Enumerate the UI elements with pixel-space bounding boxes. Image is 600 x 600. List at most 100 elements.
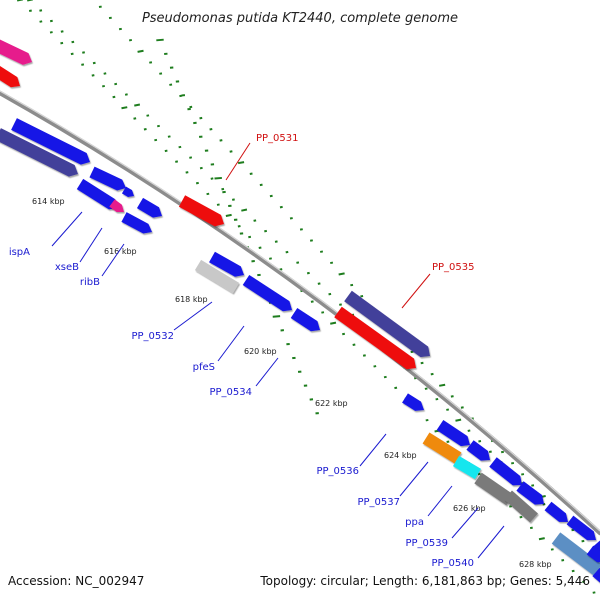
gene-label-ppa[interactable]: ppa xyxy=(405,517,424,528)
ruler-tick xyxy=(210,177,214,180)
ruler-tick xyxy=(81,63,85,66)
genome-backbone xyxy=(0,90,600,536)
ruler-tick xyxy=(237,225,241,228)
gene-arrow[interactable] xyxy=(242,274,292,312)
kbp-label: 626 kbp xyxy=(453,504,486,513)
gene-arrow[interactable] xyxy=(551,532,600,576)
backbone-highlight xyxy=(0,90,600,532)
ruler-tick xyxy=(17,0,24,2)
gene-labels: ispAxseBribBPP_0531PP_0532pfeSPP_0534PP_… xyxy=(9,133,475,569)
ruler-tick xyxy=(146,114,150,117)
gene-arrow[interactable] xyxy=(422,432,462,464)
ruler-tick xyxy=(310,300,314,303)
label-leader-line xyxy=(451,507,479,539)
gene-label-pp_0540[interactable]: PP_0540 xyxy=(431,558,474,569)
label-leader-line xyxy=(51,211,83,247)
gene-arrow[interactable] xyxy=(290,307,320,332)
gene-arrow[interactable] xyxy=(11,118,91,165)
gene-arrow[interactable] xyxy=(452,455,482,480)
ruler-tick xyxy=(49,19,53,23)
ruler-tick xyxy=(237,161,245,165)
kbp-label: 628 kbp xyxy=(519,560,552,569)
ruler-tick xyxy=(214,176,222,180)
ruler-tick xyxy=(156,38,164,42)
gene-arrow[interactable] xyxy=(489,457,522,486)
label-leader-line xyxy=(217,325,245,362)
gene-label-pp_0535[interactable]: PP_0535 xyxy=(432,262,475,273)
ruler-tick xyxy=(561,558,565,562)
label-leader-line xyxy=(173,301,213,331)
gene-arrow[interactable] xyxy=(89,166,126,191)
ruler-tick xyxy=(92,61,96,65)
gene-arrow[interactable] xyxy=(586,545,600,563)
ruler-tick xyxy=(27,0,34,2)
gene-arrow[interactable] xyxy=(334,306,416,370)
gene-arrow[interactable] xyxy=(566,515,596,541)
ruler-tick xyxy=(394,386,398,390)
gene-label-ribb[interactable]: ribB xyxy=(80,277,100,288)
gene-label-pp_0537[interactable]: PP_0537 xyxy=(357,497,400,508)
gene-label-pfes[interactable]: pfeS xyxy=(193,362,215,373)
ruler-tick xyxy=(103,72,107,75)
gene-arrow[interactable] xyxy=(474,472,514,506)
gene-label-pp_0532[interactable]: PP_0532 xyxy=(131,331,174,342)
ruler-tick xyxy=(185,171,189,174)
gene-label-xseb[interactable]: xseB xyxy=(55,262,79,273)
ruler-tick xyxy=(571,569,575,573)
ruler-tick xyxy=(279,268,283,271)
label-leader-line xyxy=(359,433,387,467)
ruler-tick xyxy=(342,332,346,336)
ruler-tick xyxy=(542,503,546,506)
ruler-tick xyxy=(157,124,160,128)
gene-arrow[interactable] xyxy=(544,501,568,522)
gene-arrow[interactable] xyxy=(121,186,134,198)
ruler-tick xyxy=(383,375,387,379)
gene-arrow[interactable] xyxy=(436,420,470,447)
gene-arrow[interactable] xyxy=(504,490,538,523)
label-leader-line xyxy=(399,461,429,497)
kbp-label: 616 kbp xyxy=(104,247,137,256)
gene-label-pp_0534[interactable]: PP_0534 xyxy=(209,387,252,398)
ruler-tick xyxy=(60,41,64,45)
ruler-tick xyxy=(317,282,321,285)
gene-label-pp_0536[interactable]: PP_0536 xyxy=(316,466,359,477)
gene-arrow[interactable] xyxy=(178,195,224,227)
ruler-tick xyxy=(241,208,248,212)
ruler-tick xyxy=(467,429,471,432)
gene-arrow[interactable] xyxy=(109,199,124,212)
ruler-tick xyxy=(82,51,85,54)
gene-arrow[interactable] xyxy=(592,567,600,584)
gene-arrow[interactable] xyxy=(0,128,78,177)
ruler-tick xyxy=(529,526,533,530)
gene-arrow[interactable] xyxy=(402,393,424,411)
gene-arrow[interactable] xyxy=(516,481,544,505)
ruler-tick xyxy=(137,49,144,53)
ruler-tick xyxy=(592,591,596,594)
gene-arrow[interactable] xyxy=(0,63,20,88)
ruler-tick xyxy=(272,315,281,318)
gene-label-pp_0531[interactable]: PP_0531 xyxy=(256,133,299,144)
gene-arrow[interactable] xyxy=(0,36,32,65)
ruler-tick xyxy=(195,181,199,185)
gene-arrow[interactable] xyxy=(76,178,118,210)
ruler-ticks xyxy=(17,0,596,594)
ruler-tick xyxy=(339,303,342,306)
ruler-tick xyxy=(102,84,105,88)
ruler-tick xyxy=(164,149,168,153)
ruler-tick xyxy=(216,203,220,206)
ruler-tick xyxy=(258,246,262,250)
gene-arrow[interactable] xyxy=(136,197,162,218)
gene-arrow[interactable] xyxy=(121,212,152,234)
kbp-label: 618 kbp xyxy=(175,295,208,304)
gene-arrow[interactable] xyxy=(466,440,490,461)
gene-label-ispa[interactable]: ispA xyxy=(9,247,30,258)
gene-label-pp_0539[interactable]: PP_0539 xyxy=(405,538,448,549)
ruler-tick xyxy=(71,40,75,44)
ruler-tick xyxy=(285,250,289,254)
label-leader-line xyxy=(79,227,103,263)
gene-arrow[interactable] xyxy=(194,259,240,294)
gene-arrow[interactable] xyxy=(209,251,244,277)
ruler-tick xyxy=(167,135,171,138)
gene-arrow[interactable] xyxy=(344,290,430,358)
